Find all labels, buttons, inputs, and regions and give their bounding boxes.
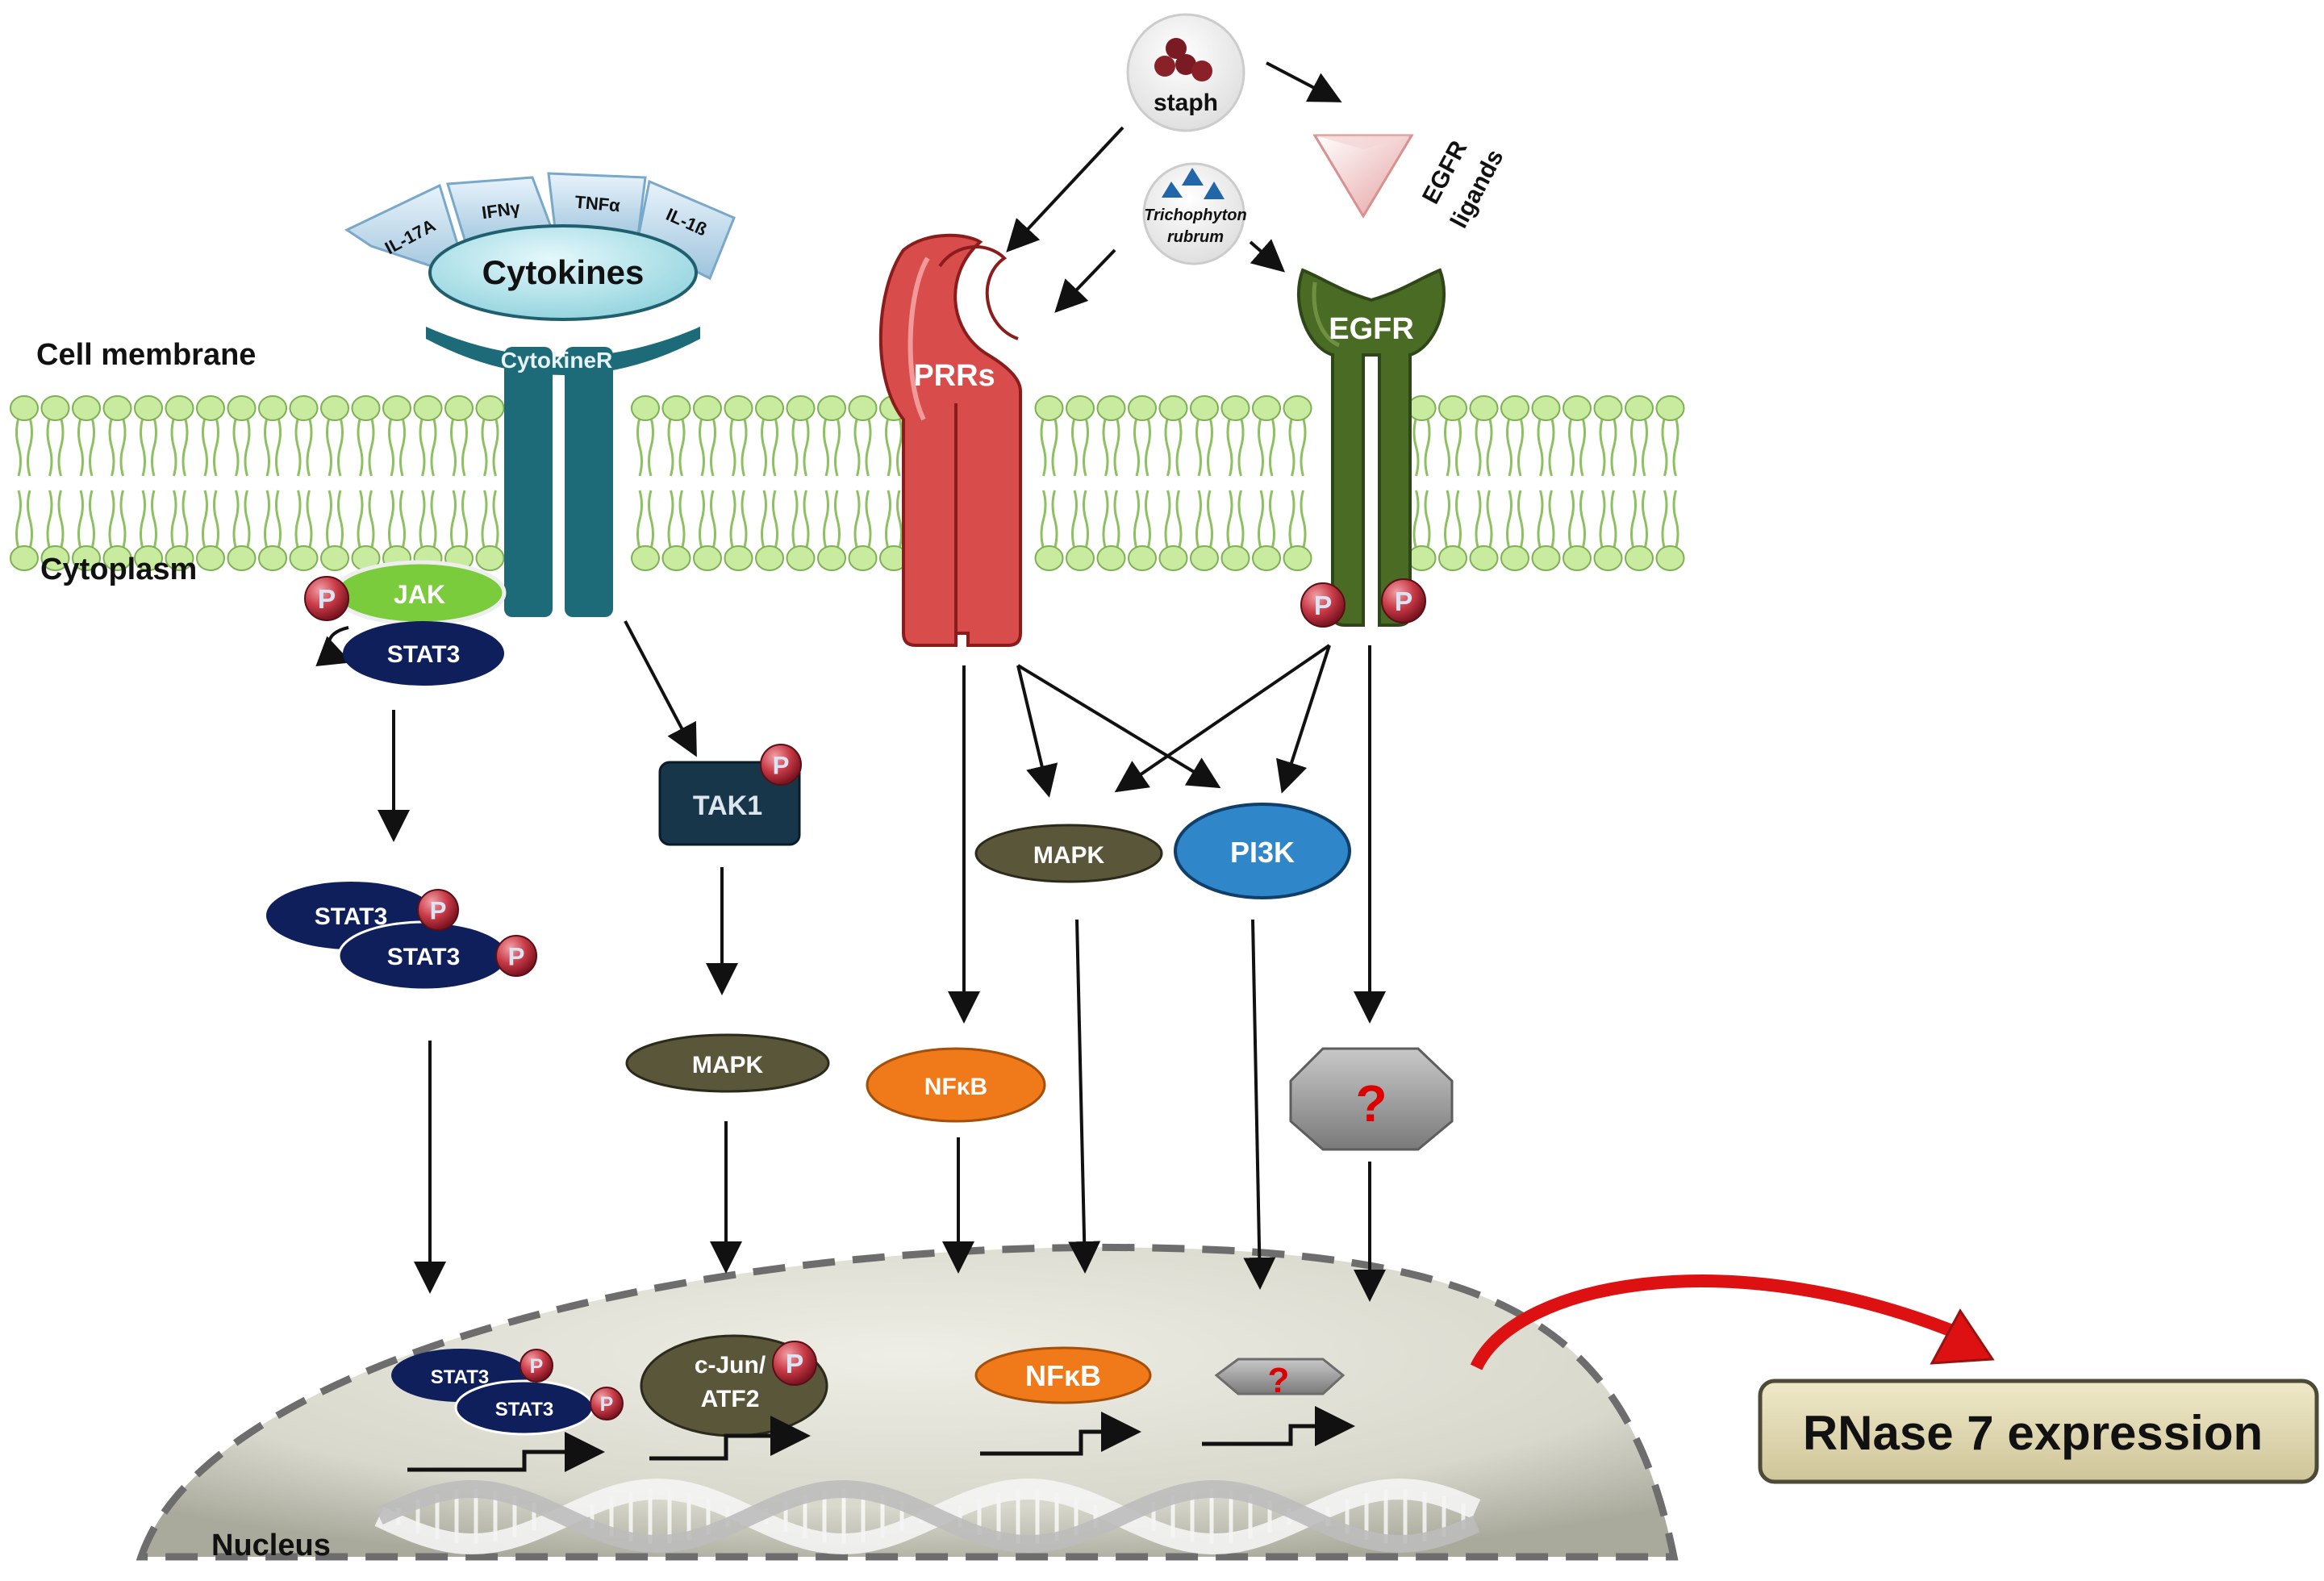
mapk-node-left — [625, 1033, 830, 1093]
phospho-badge-icon: P — [417, 889, 459, 931]
phospho-label: P — [530, 1355, 544, 1378]
cell-membrane-label: Cell membrane — [36, 338, 256, 372]
cytokines-ellipse — [428, 224, 698, 321]
nuclear-stat3-bottom-label: STAT3 — [495, 1399, 553, 1420]
nuclear-unknown-label: ? — [1268, 1361, 1290, 1400]
stat3-node — [343, 621, 504, 686]
pi3k-node — [1174, 803, 1351, 899]
unknown-label: ? — [1355, 1074, 1387, 1133]
egfr-ligand-icon — [1312, 134, 1414, 219]
red-output-arrowhead-icon — [1930, 1308, 1995, 1365]
stat3-dimer-bottom-label: STAT3 — [387, 944, 461, 970]
tak1-label: TAK1 — [693, 790, 762, 821]
cytokine-receptor — [426, 327, 700, 617]
phospho-label: P — [786, 1349, 804, 1379]
nuclear-nfkb-node — [974, 1346, 1152, 1404]
trichophyton-label-2: rubrum — [1167, 228, 1224, 246]
phospho-badges: P P P P P P P P P — [304, 576, 1426, 1420]
output-box — [1758, 1379, 2319, 1484]
phospho-badge-icon: P — [760, 744, 802, 786]
tak1-node — [658, 761, 801, 846]
stat3-label: STAT3 — [387, 641, 461, 668]
egfr-label: EGFR — [1329, 312, 1414, 346]
staph-icon — [1126, 13, 1245, 132]
dna-helix-icon — [374, 1478, 1481, 1555]
phospho-label: P — [1314, 590, 1333, 621]
phospho-label: P — [773, 751, 790, 779]
nfkb-node — [866, 1047, 1046, 1123]
nucleus-label: Nucleus — [211, 1529, 331, 1562]
phospho-badge-icon: P — [519, 1349, 553, 1383]
phospho-label: P — [600, 1393, 614, 1416]
phospho-badge-icon: P — [590, 1387, 624, 1420]
cytokine-tnfa: TNFα — [574, 192, 622, 216]
phospho-label: P — [430, 896, 447, 924]
phospho-badge-icon: P — [495, 935, 537, 977]
phospho-label: P — [508, 942, 525, 970]
red-output-arrow — [1470, 1274, 1955, 1370]
nfkb-label: NFκB — [924, 1074, 987, 1100]
mapk-left-label: MAPK — [692, 1052, 764, 1078]
phospho-label: P — [318, 584, 336, 615]
staph-label: staph — [1154, 90, 1218, 116]
phospho-label: P — [1395, 586, 1413, 617]
nuclear-nfkb-label: NFκB — [1025, 1359, 1101, 1392]
phospho-badge-icon: P — [772, 1341, 817, 1386]
mapk-node-right — [974, 824, 1163, 883]
pathway-arrows — [315, 61, 1386, 1302]
mapk-right-label: MAPK — [1033, 842, 1105, 869]
stat3-dimer-top-label: STAT3 — [315, 903, 388, 930]
jak-label: JAK — [394, 580, 445, 609]
nuclear-unknown-node — [1214, 1358, 1346, 1395]
prr-receptor — [878, 233, 1022, 647]
pi3k-label: PI3K — [1230, 836, 1295, 869]
cjun-label-1: c-Jun/ — [695, 1352, 766, 1379]
phospho-badge-icon: P — [1381, 578, 1426, 624]
trichophyton-label-1: Trichophyton — [1144, 206, 1246, 224]
phospho-badge-icon: P — [1300, 582, 1346, 628]
trichophyton-icon — [1142, 162, 1245, 265]
unknown-node — [1289, 1047, 1454, 1151]
phospho-badge-icon: P — [304, 576, 349, 621]
cytokines-title: Cytokines — [482, 253, 645, 291]
prr-label: PRRs — [913, 359, 995, 393]
output-label: RNase 7 expression — [1803, 1406, 2263, 1460]
nuclear-stat3-top-label: STAT3 — [431, 1366, 489, 1388]
transcription-arrows — [407, 1406, 1355, 1472]
cytokine-receptor-label: CytokineR — [501, 348, 612, 373]
cytoplasm-label: Cytoplasm — [40, 553, 197, 586]
cell-membrane — [10, 395, 1685, 571]
cjun-label-2: ATF2 — [701, 1386, 760, 1412]
